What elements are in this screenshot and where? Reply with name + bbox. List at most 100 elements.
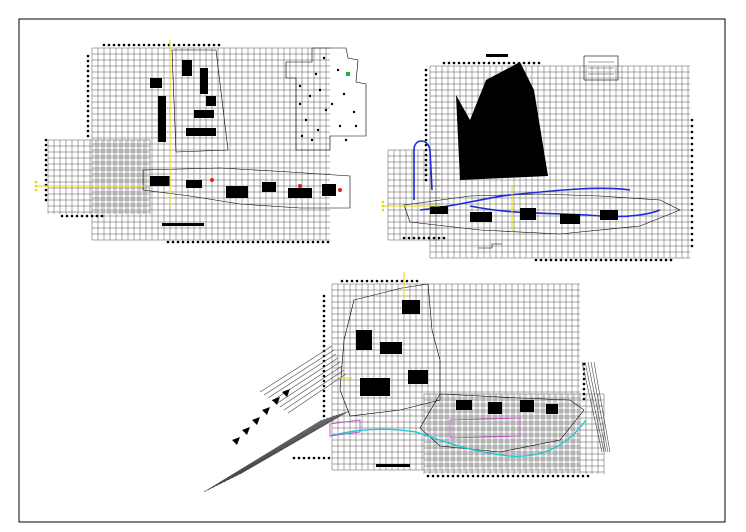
grid-marker-icon	[556, 474, 560, 478]
grid-marker-icon	[236, 240, 240, 244]
grid-marker-icon	[365, 279, 369, 283]
grid-marker-icon	[690, 214, 694, 218]
grid-marker-icon	[86, 69, 90, 73]
grid-marker-icon	[424, 118, 428, 122]
grid-marker-icon	[690, 148, 694, 152]
grid-marker-icon	[624, 258, 628, 262]
grid-marker-icon	[112, 43, 116, 47]
grid-marker-icon	[216, 240, 220, 244]
grid-marker-icon	[690, 142, 694, 146]
upper-building-mass	[339, 283, 441, 417]
grid-marker-icon	[410, 279, 414, 283]
grid-marker-icon	[381, 208, 385, 212]
road-line	[259, 345, 333, 393]
grid-markers	[34, 43, 330, 244]
grid-marker-icon	[261, 240, 265, 244]
grid-marker-icon	[424, 133, 428, 137]
grid-marker-icon	[322, 384, 326, 388]
grid-marker-icon	[512, 61, 516, 65]
grid-marker-icon	[360, 279, 364, 283]
grid-marker-icon	[604, 258, 608, 262]
road-line	[207, 418, 326, 491]
grid-marker-icon	[544, 258, 548, 262]
interior-point	[338, 124, 342, 128]
grid-marker-icon	[172, 43, 176, 47]
grid-marker-icon	[412, 236, 416, 240]
grid-marker-icon	[86, 114, 90, 118]
grid-marker-icon	[669, 258, 673, 262]
grid-marker-icon	[537, 61, 541, 65]
grid-marker-icon	[95, 214, 99, 218]
grid-marker-icon	[296, 240, 300, 244]
grid-marker-icon	[306, 240, 310, 244]
grid-marker-icon	[424, 68, 428, 72]
grid-marker-icon	[201, 240, 205, 244]
grid-marker-icon	[582, 387, 586, 391]
grid-marker-icon	[86, 109, 90, 113]
road-line	[263, 349, 335, 396]
grid-marker-icon	[206, 240, 210, 244]
road-line	[267, 353, 337, 399]
grid-marker-icon	[496, 474, 500, 478]
road-line	[587, 361, 607, 453]
grid-marker-icon	[487, 61, 491, 65]
grid-marker-icon	[211, 240, 215, 244]
grid-marker-icon	[132, 43, 136, 47]
grid-marker-icon	[690, 136, 694, 140]
grid-marker-icon	[147, 43, 151, 47]
grid-marker-icon	[424, 128, 428, 132]
grid-marker-icon	[322, 409, 326, 413]
grid-marker-icon	[251, 240, 255, 244]
grid-marker-icon	[569, 258, 573, 262]
grid-marker-icon	[196, 240, 200, 244]
grid-marker-icon	[181, 240, 185, 244]
interior-point	[344, 138, 348, 142]
grid-marker-icon	[441, 474, 445, 478]
grid-marker-icon	[407, 236, 411, 240]
grid-marker-icon	[127, 43, 131, 47]
grid-marker-icon	[44, 148, 48, 152]
grid-marker-icon	[476, 474, 480, 478]
interior-point	[324, 108, 328, 112]
grid-marker-icon	[531, 474, 535, 478]
grid-marker-icon	[191, 240, 195, 244]
grid-marker-icon	[424, 178, 428, 182]
grid-marker-icon	[177, 43, 181, 47]
road-line	[271, 357, 339, 402]
grid-marker-icon	[137, 43, 141, 47]
grid-marker-icon	[554, 258, 558, 262]
grid-marker-icon	[322, 339, 326, 343]
grid-marker-icon	[322, 399, 326, 403]
grid-marker-icon	[142, 43, 146, 47]
grid-marker-icon	[321, 240, 325, 244]
grid-marker-icon	[690, 226, 694, 230]
interior-point	[318, 88, 322, 92]
grid-marker-icon	[322, 394, 326, 398]
grid-marker-icon	[427, 236, 431, 240]
grid-marker-icon	[582, 382, 586, 386]
road-line	[590, 361, 609, 453]
grid-marker-icon	[44, 158, 48, 162]
grid-marker-icon	[466, 474, 470, 478]
grid-marker-icon	[395, 279, 399, 283]
road-line	[211, 417, 329, 489]
grid-marker-icon	[447, 61, 451, 65]
plan-bottom	[203, 272, 611, 493]
grid-marker-icon	[86, 99, 90, 103]
grid-marker-icon	[634, 258, 638, 262]
grid-marker-icon	[424, 138, 428, 142]
grid-marker-icon	[86, 94, 90, 98]
grid-marker-icon	[345, 279, 349, 283]
road-line	[203, 419, 323, 493]
grid-marker-icon	[579, 258, 583, 262]
green-marker	[346, 72, 350, 76]
grid-marker-icon	[86, 64, 90, 68]
road-line	[215, 416, 332, 487]
grid-marker-icon	[424, 173, 428, 177]
grid-marker-icon	[424, 158, 428, 162]
grid-marker-icon	[594, 258, 598, 262]
grid-marker-icon	[462, 61, 466, 65]
grid-marker-icon	[417, 236, 421, 240]
grid-marker-icon	[559, 258, 563, 262]
